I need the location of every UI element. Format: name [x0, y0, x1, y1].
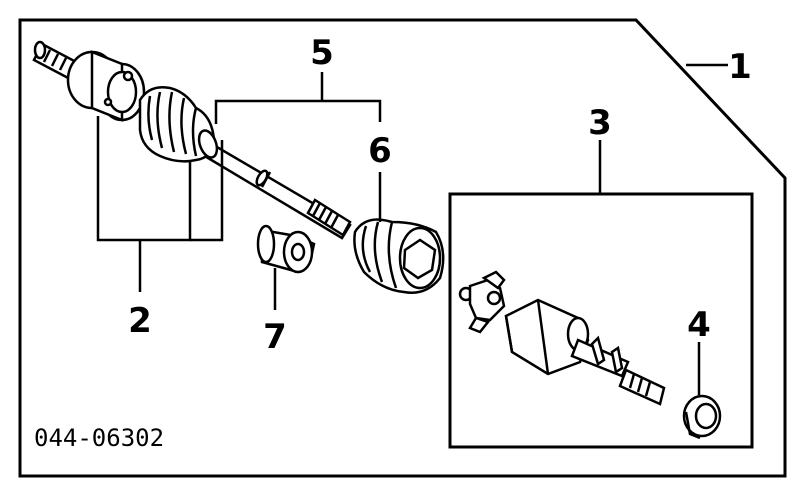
callout-7: 7 — [263, 317, 287, 357]
callout-2: 2 — [128, 301, 152, 341]
inner-joint-drawing — [458, 270, 722, 440]
callout-4: 4 — [687, 305, 711, 345]
callout-3: 3 — [588, 103, 612, 143]
catalog-code: 044-06302 — [34, 424, 164, 452]
drive-shaft-drawing — [32, 40, 445, 294]
callout-1: 1 — [728, 47, 752, 87]
leader-lines — [96, 63, 728, 395]
callout-5: 5 — [310, 33, 334, 73]
outer-frame — [18, 18, 787, 478]
callout-6: 6 — [368, 131, 392, 171]
